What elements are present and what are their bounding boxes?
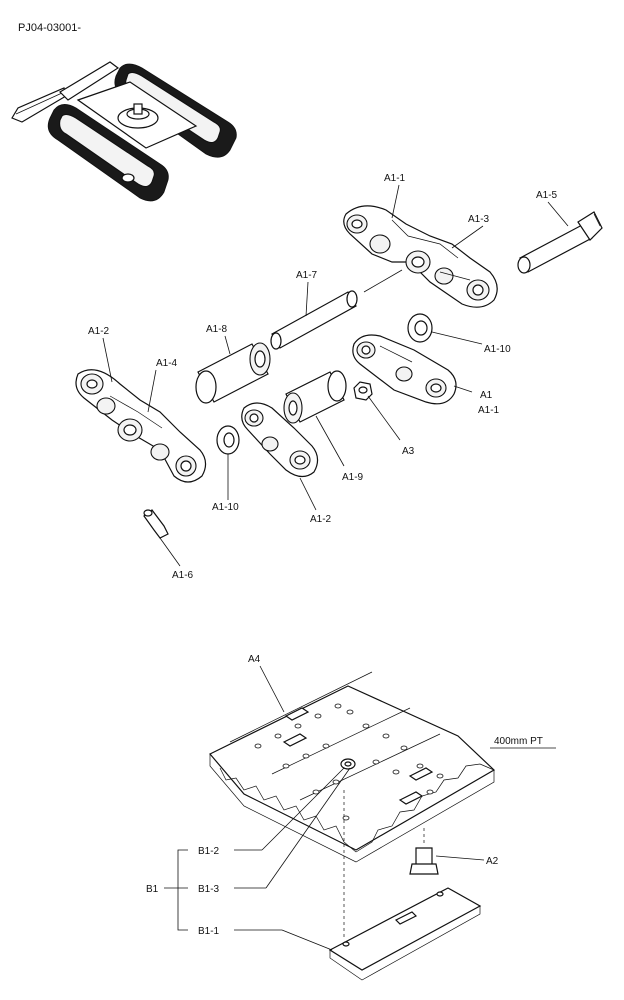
label-a1-10-right: A1-10 [484,344,511,355]
label-a2: A2 [486,856,499,867]
pin-a1-5 [517,211,603,274]
bushing-a1-8 [195,342,271,404]
label-pt-size: 400mm PT [494,736,543,747]
bushing-a1-9 [283,370,347,424]
label-a1-1-right: A1-1 [478,405,500,416]
washer-a1-10-right [407,313,433,343]
label-a1-9: A1-9 [342,472,364,483]
label-a1-3: A1-3 [468,214,490,225]
label-b1: B1 [146,884,159,895]
label-a3: A3 [402,446,415,457]
diagram-code: PJ04-03001- [18,22,81,34]
pin-a1-6 [143,509,169,539]
bolt-a2 [409,828,439,875]
label-a1-8: A1-8 [206,324,228,335]
label-b1-2: B1-2 [198,846,220,857]
track-shoe-a4 [209,671,495,863]
plate-b1-1 [328,790,482,981]
label-a1-6: A1-6 [172,570,194,581]
label-a1-7: A1-7 [296,270,318,281]
label-a1-5: A1-5 [536,190,558,201]
label-b1-1: B1-1 [198,926,220,937]
excavator-illustration [11,61,237,202]
link-a1-2-bottom [241,402,319,478]
link-a1 [352,334,457,405]
label-a1-10-left: A1-10 [212,502,239,513]
label-a1-2-bottom: A1-2 [310,514,332,525]
nut-a3 [353,381,373,401]
label-a1-4: A1-4 [156,358,178,369]
link-assembly-left [75,369,207,483]
label-a1-1-top: A1-1 [384,173,406,184]
label-a1: A1 [480,390,493,401]
label-b1-3: B1-3 [198,884,220,895]
washer-a1-10-left [216,425,240,455]
link-assembly-right [343,205,498,308]
label-a1-2-left: A1-2 [88,326,110,337]
pin-a1-7 [270,290,358,350]
leader-lines-upper [102,184,569,567]
leader-lines-lower [164,665,556,951]
label-a4: A4 [248,654,261,665]
